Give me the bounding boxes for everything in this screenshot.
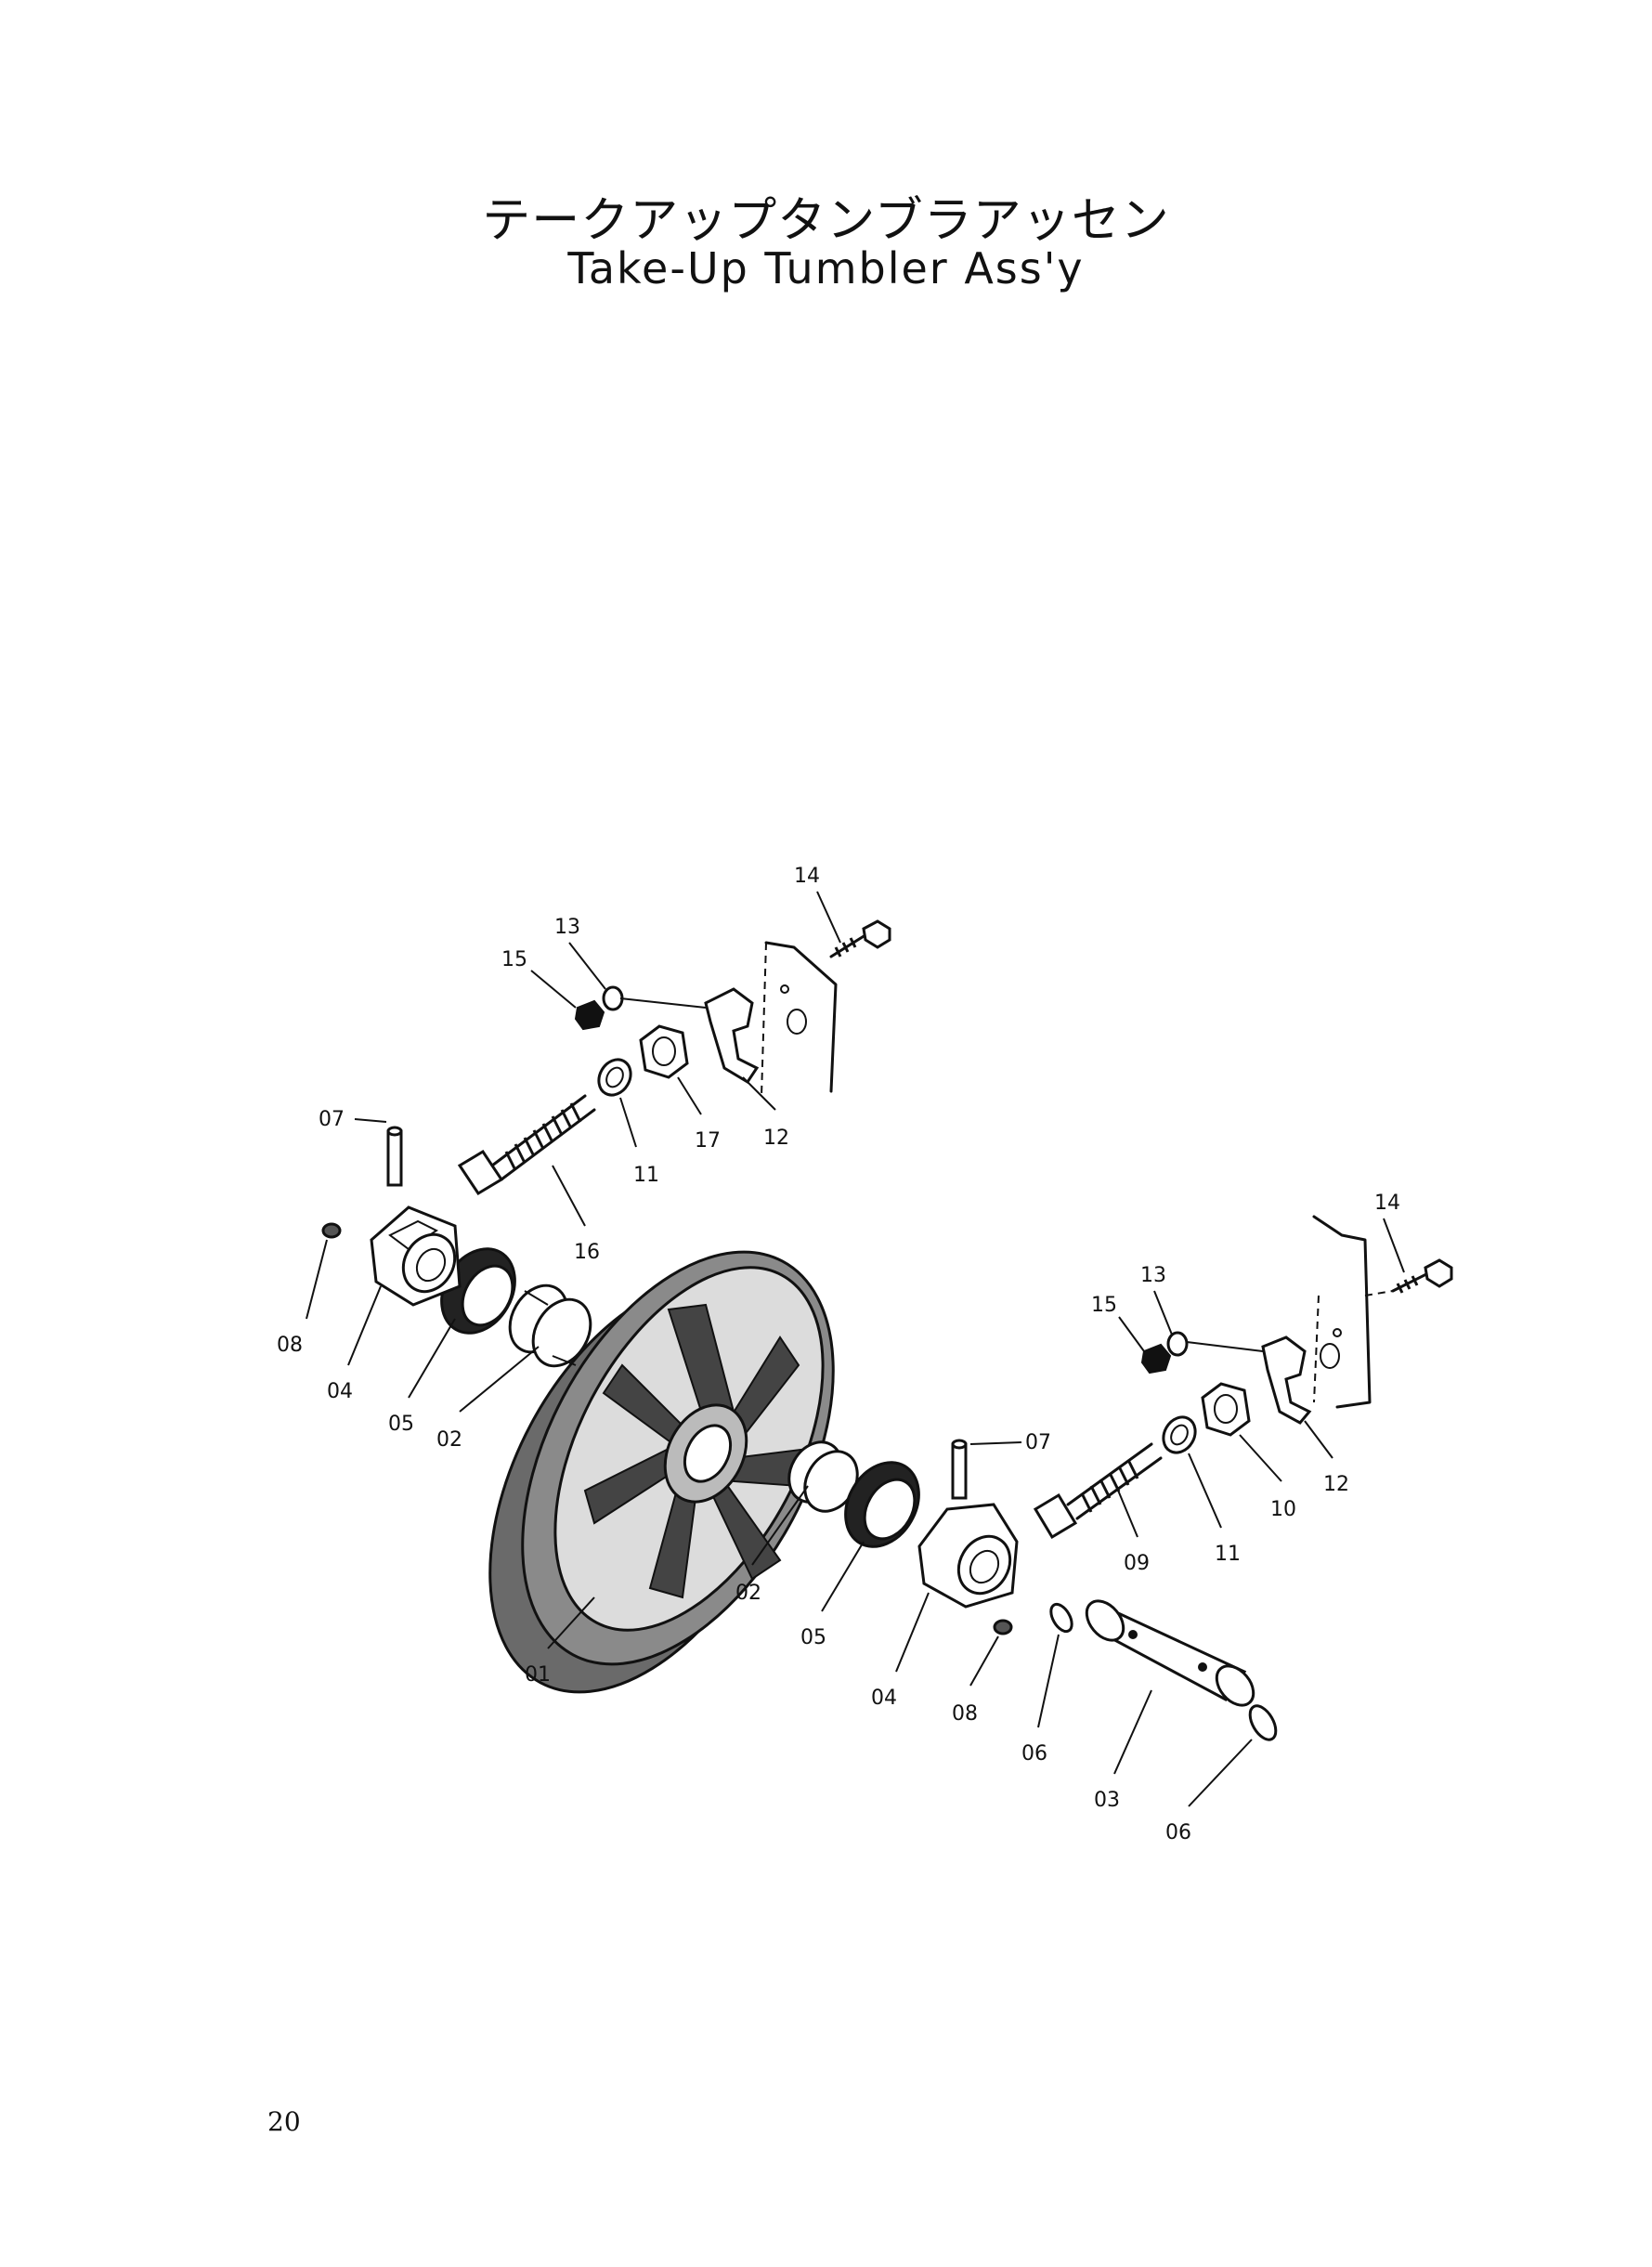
callout-05-left: 05 bbox=[388, 1413, 414, 1436]
callout-04-left: 04 bbox=[327, 1380, 353, 1403]
o-ring-b-part bbox=[1248, 1704, 1278, 1741]
callout-07-left: 07 bbox=[319, 1108, 345, 1131]
callout-08-left: 08 bbox=[277, 1334, 303, 1357]
callout-11-right: 11 bbox=[1215, 1543, 1241, 1566]
callout-12-right: 12 bbox=[1323, 1473, 1349, 1496]
callout-14-left: 14 bbox=[794, 865, 820, 888]
idler-wheel-part bbox=[488, 1250, 835, 1694]
link-line-left bbox=[619, 997, 707, 1009]
support-bracket-left-part bbox=[370, 1205, 462, 1307]
callout-02-right: 02 bbox=[735, 1582, 761, 1605]
frame-plate-left bbox=[761, 941, 838, 1097]
floating-seal-right-part bbox=[844, 1461, 920, 1548]
callout-17: 17 bbox=[695, 1129, 721, 1153]
callout-12-left: 12 bbox=[763, 1127, 789, 1150]
adjusting-screw-right-part bbox=[1033, 1442, 1163, 1540]
bushing-left-part bbox=[508, 1283, 592, 1368]
callout-09: 09 bbox=[1124, 1552, 1150, 1575]
callout-06-a: 06 bbox=[1021, 1742, 1047, 1765]
callout-15-right: 15 bbox=[1091, 1294, 1117, 1317]
callout-labels: 01 02 02 03 04 04 05 05 06 06 07 07 08 0… bbox=[277, 865, 1400, 1844]
callout-14-right: 14 bbox=[1374, 1192, 1400, 1215]
callout-07-right: 07 bbox=[1025, 1431, 1051, 1454]
page-title-english: Take-Up Tumbler Ass'y bbox=[567, 243, 1085, 293]
pin-right-part bbox=[951, 1439, 968, 1500]
callout-08-right: 08 bbox=[952, 1702, 978, 1726]
callout-01: 01 bbox=[525, 1663, 551, 1687]
callout-13-left: 13 bbox=[554, 916, 580, 939]
shaft-part bbox=[1085, 1599, 1255, 1707]
callout-11-left: 11 bbox=[633, 1164, 659, 1187]
nut-right-part bbox=[1201, 1382, 1251, 1437]
callout-06-b: 06 bbox=[1165, 1821, 1191, 1844]
callout-02-left: 02 bbox=[436, 1428, 462, 1452]
callout-03: 03 bbox=[1094, 1789, 1120, 1812]
washer-left-part bbox=[597, 1058, 632, 1097]
small-nut-right-part bbox=[1140, 1343, 1172, 1375]
o-ring-a-part bbox=[1049, 1602, 1073, 1634]
frame-plate-right bbox=[1312, 1215, 1372, 1409]
callout-05-right: 05 bbox=[800, 1626, 826, 1649]
bolt-right-guide bbox=[1364, 1290, 1394, 1296]
callout-15-left: 15 bbox=[501, 948, 527, 971]
callout-10: 10 bbox=[1270, 1498, 1296, 1521]
bolt-left-part bbox=[829, 919, 891, 958]
link-line-right bbox=[1186, 1341, 1264, 1352]
support-bracket-right-part bbox=[917, 1503, 1019, 1609]
bolt-right-part bbox=[1391, 1258, 1453, 1294]
washer-right-part bbox=[1162, 1415, 1197, 1454]
lock-washer-right-part bbox=[1166, 1331, 1189, 1357]
page-number: 20 bbox=[267, 2106, 301, 2137]
callout-04-right: 04 bbox=[871, 1687, 897, 1710]
pin-left-part bbox=[386, 1126, 403, 1187]
page-title-japanese: テークアップタンブラアッセン bbox=[482, 193, 1170, 249]
leader-lines bbox=[306, 891, 1405, 1807]
adjusting-screw-left-part bbox=[457, 1094, 596, 1196]
set-screw-right-part bbox=[993, 1619, 1013, 1635]
clamp-right-part bbox=[1261, 1335, 1312, 1425]
nut-left-part bbox=[639, 1024, 689, 1079]
set-screw-left-part bbox=[321, 1222, 342, 1239]
clamp-left-part bbox=[704, 987, 760, 1085]
callout-16: 16 bbox=[574, 1241, 600, 1264]
lock-washer-left-part bbox=[602, 985, 624, 1011]
small-nut-left-part bbox=[574, 999, 605, 1031]
bushing-right-part bbox=[787, 1440, 859, 1513]
callout-13-right: 13 bbox=[1140, 1264, 1166, 1287]
